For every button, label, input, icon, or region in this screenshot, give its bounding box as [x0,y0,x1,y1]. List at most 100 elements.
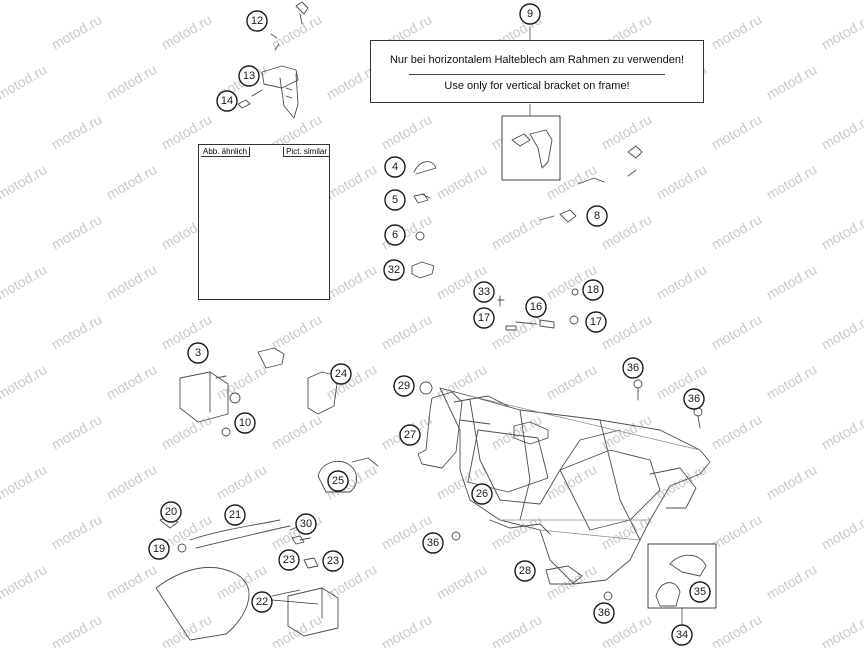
callout-circle [322,550,344,572]
callout-circle [514,560,536,582]
callout-number: 14 [221,95,233,107]
watermark-text: motod.ru [0,561,49,602]
watermark-text: motod.ru [269,411,325,452]
watermark-text: motod.ru [104,161,160,202]
callout-circle [160,501,182,523]
callout-20: 20 [160,501,182,523]
watermark-text: motod.ru [489,511,545,552]
notice-divider [409,74,665,75]
callout-circle [525,296,547,318]
callout-circle [586,205,608,227]
watermark-text: motod.ru [819,311,864,352]
callout-number: 16 [530,301,542,313]
callout-circle [384,156,406,178]
watermark-text: motod.ru [489,611,545,648]
leader-lines [271,26,683,624]
callout-circle [246,10,268,32]
callout-17: 17 [585,311,607,333]
callout-number: 8 [594,210,600,222]
watermark-text: motod.ru [434,161,490,202]
watermark-text: motod.ru [49,511,105,552]
watermark-text: motod.ru [599,511,655,552]
callout-circle [295,513,317,535]
callout-26: 26 [471,483,493,505]
callout-9: 9 [519,3,541,25]
callout-circle [234,412,256,434]
harness-inset: Abb. ähnlich Pict. similar [198,144,330,300]
callout-14: 14 [216,90,238,112]
watermark-text: motod.ru [489,211,545,252]
callout-number: 36 [598,607,610,619]
callout-23: 23 [322,550,344,572]
callout-33: 33 [473,281,495,303]
watermark-text: motod.ru [0,0,49,3]
callout-35: 35 [689,581,711,603]
callout-circle [689,581,711,603]
callout-number: 23 [327,555,339,567]
watermark-text: motod.ru [709,411,765,452]
watermark-text: motod.ru [0,61,49,102]
callout-36: 36 [683,388,705,410]
callout-number: 25 [332,475,344,487]
callout-circle [393,375,415,397]
watermark-text: motod.ru [819,411,864,452]
callout-28: 28 [514,560,536,582]
watermark-text: motod.ru [104,461,160,502]
frame-assembly [439,387,711,585]
callout-circle [585,311,607,333]
callout-29: 29 [393,375,415,397]
callout-number: 17 [590,316,602,328]
inset-label-similar-de: Abb. ähnlich [201,147,251,157]
callout-number: 32 [388,264,400,276]
callout-number: 4 [392,161,398,173]
callout-circle [384,224,406,246]
callout-number: 9 [527,8,533,20]
watermark-text: motod.ru [49,111,105,152]
watermark-text: motod.ru [324,0,380,3]
watermark-text: motod.ru [764,361,820,402]
watermark-text: motod.ru [49,611,105,648]
watermark-text: motod.ru [104,361,160,402]
watermark-text: motod.ru [0,261,49,302]
watermark-text: motod.ru [49,311,105,352]
watermark-text: motod.ru [709,511,765,552]
callout-circle [148,538,170,560]
callout-number: 36 [427,537,439,549]
watermark-text: motod.ru [159,611,215,648]
callout-10: 10 [234,412,256,434]
watermark-text: motod.ru [709,311,765,352]
callout-25: 25 [327,470,349,492]
callout-5: 5 [384,189,406,211]
callout-8: 8 [586,205,608,227]
callout-number: 28 [519,565,531,577]
callout-22: 22 [251,591,273,613]
watermark-text: motod.ru [379,311,435,352]
watermark-text: motod.ru [49,211,105,252]
callout-3: 3 [187,342,209,364]
watermark-text: motod.ru [764,561,820,602]
callout-number: 26 [476,488,488,500]
watermark-text: motod.ru [324,161,380,202]
callout-circle [582,279,604,301]
watermark-text: motod.ru [544,361,600,402]
watermark-text: motod.ru [159,11,215,52]
callout-13: 13 [238,65,260,87]
watermark-text: motod.ru [654,261,710,302]
callout-circle [473,281,495,303]
callout-36: 36 [422,532,444,554]
watermark-text: motod.ru [0,461,49,502]
watermark-text: motod.ru [269,311,325,352]
watermark-text: motod.ru [324,261,380,302]
callout-23: 23 [278,549,300,571]
callout-number: 27 [404,429,416,441]
watermark-text: motod.ru [434,361,490,402]
callout-circle [384,189,406,211]
watermark-text: motod.ru [599,111,655,152]
callout-17: 17 [473,307,495,329]
watermark-text: motod.ru [819,111,864,152]
watermark-text: motod.ru [764,261,820,302]
callout-circle [671,624,693,646]
callout-circle [683,388,705,410]
watermark-text: motod.ru [434,0,490,3]
watermark-text: motod.ru [269,611,325,648]
